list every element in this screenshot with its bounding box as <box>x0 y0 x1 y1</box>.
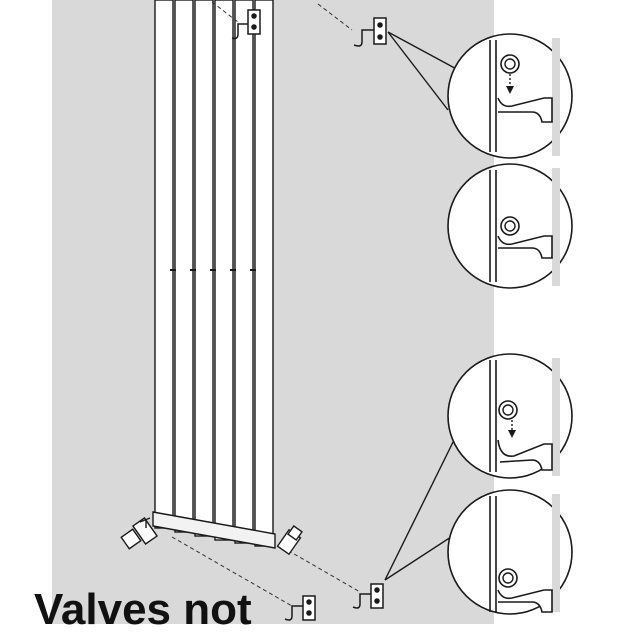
radiator-column <box>174 0 194 533</box>
radiator <box>152 0 276 549</box>
magnified-detail-icon <box>447 33 573 159</box>
alignment-guides <box>171 1 361 607</box>
wall-bracket-icon <box>284 595 316 621</box>
down-arrow-icon <box>506 86 514 94</box>
radiator-column <box>154 0 174 529</box>
down-arrow-icon <box>508 430 516 438</box>
radiator-valve-icon <box>276 525 303 556</box>
magnified-detail-icon <box>447 163 573 289</box>
wall-bracket-icon <box>231 9 261 40</box>
wall-bracket-icon <box>353 17 387 47</box>
wall-bracket-icon <box>352 583 384 609</box>
magnified-detail-icon <box>447 489 573 615</box>
magnified-detail-icon <box>447 353 573 479</box>
radiator-column <box>254 0 274 547</box>
radiator-bottom-header <box>152 511 276 549</box>
radiator-column <box>194 0 214 537</box>
radiator-column <box>234 0 254 544</box>
radiator-valve-icon <box>120 516 159 550</box>
valves-note-caption: Valves not <box>34 585 252 634</box>
